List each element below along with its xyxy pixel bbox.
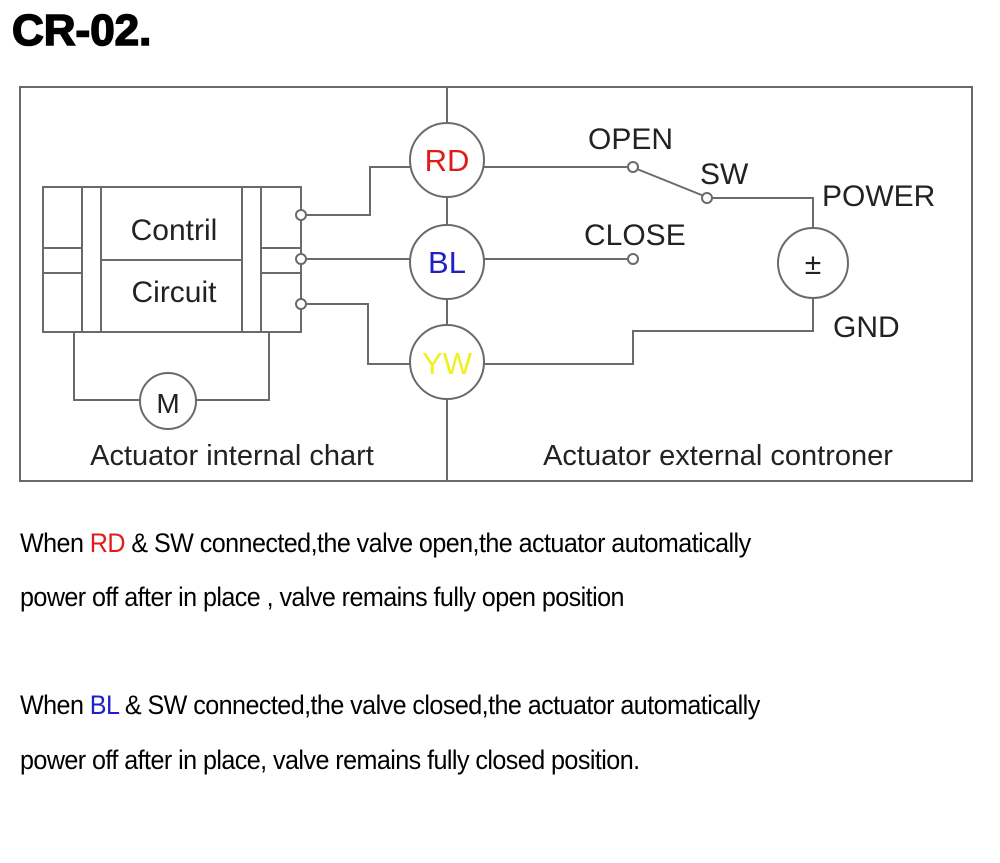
control-label-line2: Circuit (131, 276, 217, 309)
note-text: & SW connected,the valve closed,the actu… (118, 690, 760, 720)
note-open-line2: power off after in place , valve remains… (20, 582, 624, 612)
wire-sw-power (712, 197, 814, 227)
wiring-diagram: Contril Circuit M Actuator internal char… (19, 86, 973, 482)
control-circuit-block (42, 186, 302, 333)
plus-minus-icon: ± (805, 248, 821, 281)
wire-yw-internal (306, 303, 412, 365)
motor-loop (73, 332, 270, 430)
model-title: CR-02. (11, 5, 152, 56)
terminal-bl (295, 253, 307, 265)
note-text: & SW connected,the valve open,the actuat… (124, 528, 751, 558)
wire-highlight-rd: RD (89, 528, 126, 558)
gnd-label: GND (833, 311, 900, 344)
wire-circle-yw (409, 324, 485, 400)
open-contact (627, 161, 639, 173)
note-open-line1: When RD & SW connected,the valve open,th… (20, 528, 751, 559)
note-close-line2: power off after in place, valve remains … (20, 745, 640, 775)
switch-label: SW (700, 158, 749, 191)
terminal-yw (295, 298, 307, 310)
note-close-line1: When BL & SW connected,the valve closed,… (20, 690, 760, 721)
motor-label: M (156, 388, 179, 419)
external-caption: Actuator external controner (543, 440, 893, 472)
wire-highlight-bl: BL (89, 690, 119, 720)
control-label-line1: Contril (131, 214, 218, 247)
diagram-frame (19, 86, 973, 482)
wire-label-rd: RD (425, 143, 470, 178)
motor-circle (139, 372, 197, 430)
note-prefix: When (20, 528, 90, 558)
close-contact (627, 253, 639, 265)
open-label: OPEN (588, 123, 673, 156)
wire-label-bl: BL (428, 245, 466, 280)
note-prefix: When (20, 690, 90, 720)
wire-circle-bl (409, 224, 485, 300)
wire-gnd-yw (484, 298, 814, 365)
wire-rd-internal (306, 166, 412, 216)
terminal-rd (295, 209, 307, 221)
internal-caption: Actuator internal chart (90, 440, 374, 472)
wire-label-yw: YW (422, 346, 473, 381)
switch-pivot (701, 192, 713, 204)
switch-arm (636, 168, 705, 197)
close-label: CLOSE (584, 219, 686, 252)
power-label: POWER (822, 180, 935, 213)
wire-circle-rd (409, 122, 485, 198)
